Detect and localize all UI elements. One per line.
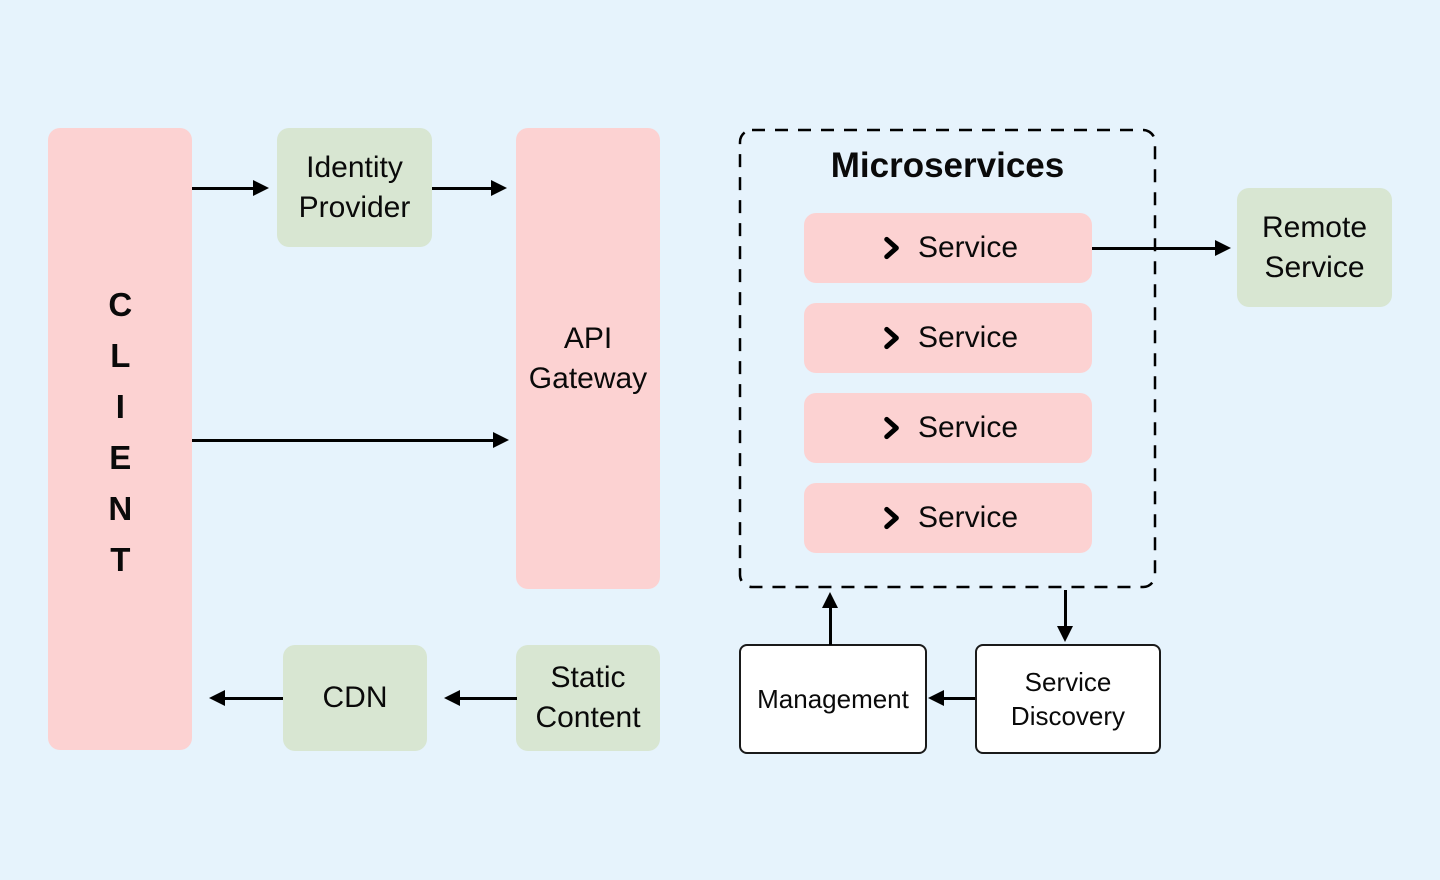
arrow-service-to-remote-service	[1092, 240, 1231, 256]
arrow-static-content-to-cdn	[444, 690, 517, 706]
remote-service-node: Remote Service	[1237, 188, 1392, 307]
microservices-group	[738, 128, 1157, 594]
cdn-node: CDN	[283, 645, 427, 751]
chevron-right-icon	[884, 506, 899, 530]
client-node: CLIENT	[48, 128, 192, 750]
service-node-1: Service	[804, 213, 1092, 283]
service-node-3: Service	[804, 393, 1092, 463]
service-label: Service	[917, 231, 1019, 264]
service-label: Service	[917, 411, 1019, 444]
arrow-client-to-api-gateway	[192, 432, 509, 448]
static-content-node: Static Content	[516, 645, 660, 751]
service-node-4: Service	[804, 483, 1092, 553]
arrow-client-to-identity-provider	[192, 180, 269, 196]
service-label: Service	[917, 501, 1019, 534]
arrow-service-discovery-to-management	[928, 690, 975, 706]
microservices-title: Microservices	[830, 146, 1065, 185]
chevron-right-icon	[884, 326, 899, 350]
service-discovery-node: Service Discovery	[975, 644, 1161, 754]
api-gateway-node: API Gateway	[516, 128, 660, 589]
arrow-identity-provider-to-api-gateway	[432, 180, 507, 196]
service-label: Service	[917, 321, 1019, 354]
service-node-2: Service	[804, 303, 1092, 373]
arrow-microservices-to-service-discovery	[1057, 590, 1073, 642]
chevron-right-icon	[884, 236, 899, 260]
chevron-right-icon	[884, 416, 899, 440]
arrow-cdn-to-client	[209, 690, 283, 706]
management-node: Management	[739, 644, 927, 754]
dashed-border	[738, 128, 1157, 589]
arrow-management-to-microservices	[822, 592, 838, 645]
identity-provider-node: Identity Provider	[277, 128, 432, 247]
